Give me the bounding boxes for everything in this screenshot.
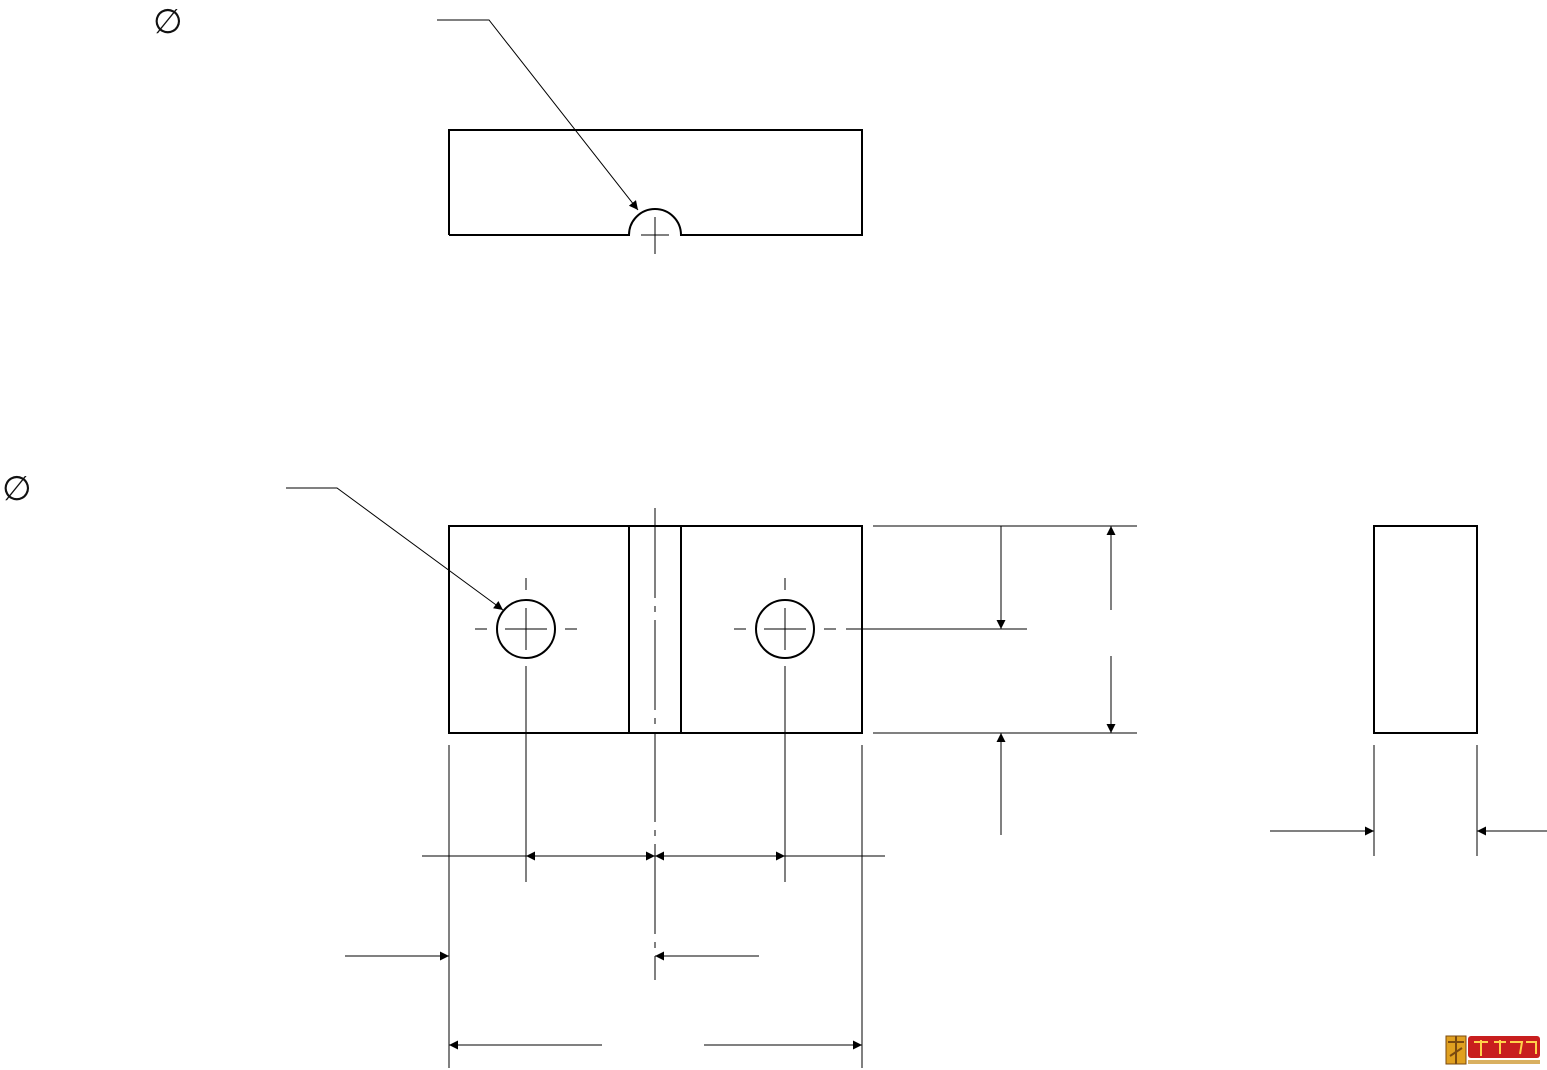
- top-view-leader: [437, 19, 639, 211]
- diameter-symbol-top: ∅: [153, 2, 183, 42]
- top-view: [437, 19, 863, 254]
- diameter-symbol-front: ∅: [2, 469, 32, 509]
- hole-leader: [286, 487, 504, 611]
- wood-craft-logo-icon: [1445, 1035, 1540, 1065]
- side-view-outline: [1373, 525, 1478, 734]
- top-view-outline: [448, 129, 863, 236]
- front-view: [286, 487, 1137, 1068]
- hole-right: [755, 599, 815, 659]
- hole-left: [496, 599, 556, 659]
- side-view: [1270, 525, 1547, 856]
